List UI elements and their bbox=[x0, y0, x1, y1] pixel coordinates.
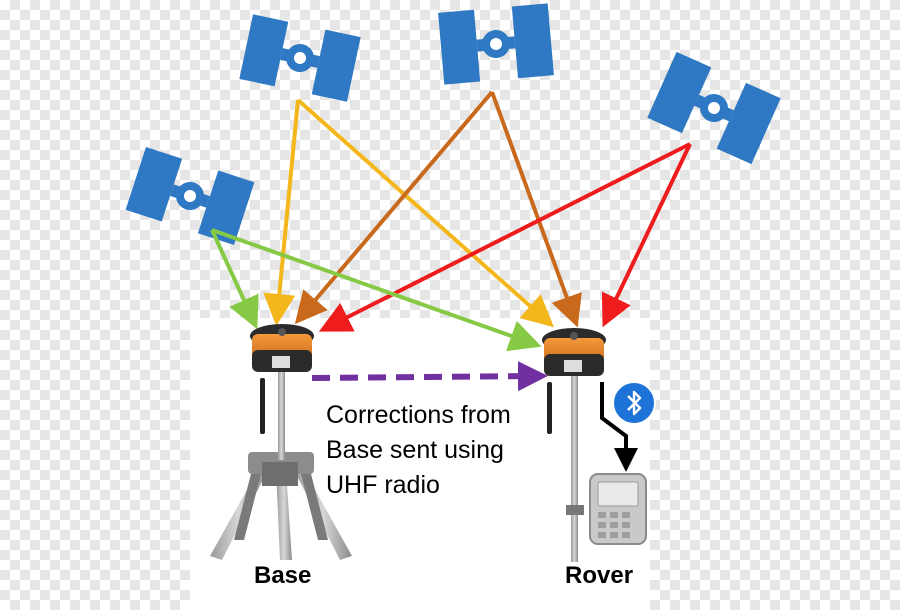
base-pole bbox=[278, 370, 285, 460]
rover-radio-antenna bbox=[547, 382, 552, 434]
rover-station bbox=[542, 328, 606, 562]
signal-arrow-brown-to-rover bbox=[490, 91, 582, 328]
data-collector bbox=[589, 473, 647, 545]
bluetooth-icon bbox=[612, 381, 656, 425]
corrections-caption: Corrections from Base sent using UHF rad… bbox=[326, 398, 556, 503]
satellite-top-right-icon bbox=[647, 51, 781, 165]
corrections-line-1: Corrections from bbox=[326, 401, 511, 429]
tripod-leg-center bbox=[276, 470, 292, 560]
corrections-line-2: Base sent using bbox=[326, 436, 504, 464]
satellite-left-icon bbox=[125, 147, 255, 245]
uhf-radio-link-arrow bbox=[311, 361, 548, 392]
signal-arrow-yellow-to-base bbox=[263, 99, 300, 326]
rover-label: Rover bbox=[565, 562, 634, 589]
rover-pole bbox=[571, 372, 578, 562]
base-label: Base bbox=[254, 562, 312, 589]
bluetooth-link-arrow bbox=[600, 382, 638, 472]
corrections-line-3: UHF radio bbox=[326, 471, 440, 499]
signal-arrow-red-to-rover bbox=[601, 143, 692, 328]
signal-arrow-yellow-to-rover bbox=[296, 98, 554, 328]
base-radio-antenna bbox=[260, 378, 265, 434]
signal-arrow-brown-to-base bbox=[294, 90, 494, 325]
satellite-top-left-icon bbox=[239, 14, 361, 102]
signal-arrow-green-to-base bbox=[210, 229, 259, 330]
satellite-top-center-icon bbox=[438, 3, 554, 85]
data-collector-screen bbox=[597, 481, 639, 507]
signal-arrow-green-to-rover bbox=[211, 228, 542, 352]
base-station bbox=[210, 324, 352, 560]
signal-arrow-red-to-base bbox=[318, 142, 691, 332]
